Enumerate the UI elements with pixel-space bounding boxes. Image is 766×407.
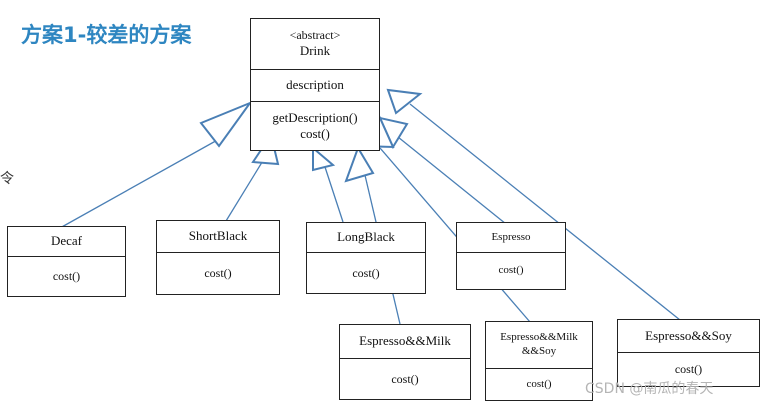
class-method: cost() <box>498 264 524 277</box>
line-espresso <box>397 136 507 225</box>
arrowhead-decaf <box>199 100 253 148</box>
class-methods: cost() <box>618 352 759 386</box>
class-name-section: ShortBlack <box>157 221 279 252</box>
class-name: Espresso&&Soy <box>645 327 732 343</box>
arrowhead-longblack <box>312 145 336 172</box>
class-name-section: Espresso&&Soy <box>618 320 759 352</box>
class-espresso-milk: Espresso&&Milk cost() <box>339 324 471 400</box>
class-longblack: LongBlack cost() <box>306 222 426 294</box>
class-espresso-milk-soy: Espresso&&Milk &&Soy cost() <box>485 321 593 401</box>
class-methods: cost() <box>340 358 470 399</box>
drink-name: Drink <box>299 43 331 59</box>
class-name: Decaf <box>50 233 83 249</box>
class-espresso: Espresso cost() <box>456 222 566 290</box>
class-method: cost() <box>352 265 380 280</box>
class-methods: cost() <box>486 368 592 400</box>
class-name: LongBlack <box>337 229 395 245</box>
drink-methods: getDescription() cost() <box>251 101 379 150</box>
class-name: Espresso&&Milk <box>359 333 451 349</box>
arrowhead-espresso-milk <box>344 145 375 183</box>
class-methods: cost() <box>307 252 425 293</box>
line-longblack <box>324 166 344 223</box>
line-decaf <box>59 137 222 229</box>
class-name-section: Espresso&&Milk <box>340 325 470 358</box>
class-shortblack: ShortBlack cost() <box>156 220 280 295</box>
class-methods: cost() <box>157 252 279 294</box>
drink-method-getdescription: getDescription() <box>272 109 358 125</box>
class-name-section: LongBlack <box>307 223 425 252</box>
class-name-section: Espresso&&Milk &&Soy <box>486 322 592 368</box>
class-espresso-soy: Espresso&&Soy cost() <box>617 319 760 387</box>
class-name-section: Espresso <box>457 223 565 252</box>
csdn-watermark: CSDN @南瓜的春天 <box>585 381 714 397</box>
class-name: ShortBlack <box>188 228 248 244</box>
line-espresso-milk-soy <box>379 147 531 323</box>
drink-header: <abstract> Drink <box>251 19 379 69</box>
class-name-section: Decaf <box>8 227 125 256</box>
class-methods: cost() <box>8 256 125 296</box>
class-methods: cost() <box>457 252 565 289</box>
drink-stereotype: <abstract> <box>289 28 341 43</box>
drink-method-cost: cost() <box>300 126 330 141</box>
line-espresso-soy <box>409 103 681 321</box>
class-method: cost() <box>674 362 703 376</box>
class-method: cost() <box>204 266 232 280</box>
line-shortblack <box>225 158 265 222</box>
class-method: cost() <box>391 371 419 386</box>
class-method: cost() <box>52 269 81 283</box>
class-decaf: Decaf cost() <box>7 226 126 297</box>
drink-attributes: description <box>251 69 379 101</box>
class-name-line2: &&Soy <box>521 345 557 357</box>
drink-attribute: description <box>286 77 344 93</box>
class-drink: <abstract> Drink description getDescript… <box>250 18 380 151</box>
class-name: Espresso <box>491 230 531 243</box>
class-method: cost() <box>526 377 552 390</box>
diagram-title: 方案1-较差的方案 <box>21 23 192 47</box>
arrowhead-espresso-soy <box>386 88 423 115</box>
class-name-line1: Espresso&&Milk <box>500 331 578 344</box>
